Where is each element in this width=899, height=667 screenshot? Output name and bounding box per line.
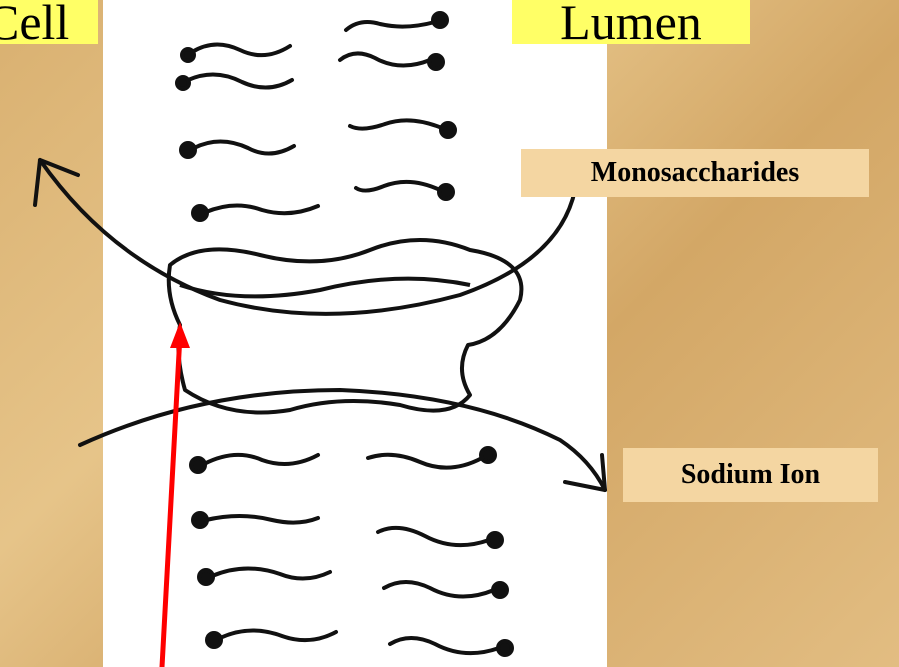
phospholipid (191, 455, 318, 472)
sodium-ion-path-arrow (80, 390, 605, 490)
phospholipid (350, 120, 455, 137)
phospholipid (340, 53, 443, 69)
phospholipid (368, 448, 495, 468)
phospholipid (193, 205, 318, 220)
upper-phospholipids (177, 13, 455, 220)
phospholipid (356, 182, 453, 199)
phospholipid (390, 638, 512, 655)
phospholipid (384, 582, 507, 597)
phospholipid (346, 13, 447, 30)
pointer-arrow (162, 322, 190, 667)
phospholipid (193, 513, 318, 527)
cell-label: Cell (0, 0, 98, 44)
lower-phospholipids (191, 448, 512, 655)
phospholipid (182, 44, 290, 61)
monosaccharides-label: Monosaccharides (521, 149, 869, 197)
phospholipid (199, 568, 330, 584)
phospholipid (378, 528, 502, 547)
phospholipid (181, 142, 294, 158)
lumen-label: Lumen (512, 0, 750, 44)
sodium-ion-label: Sodium Ion (623, 448, 878, 502)
phospholipid (177, 74, 292, 89)
transport-protein (169, 240, 522, 413)
phospholipid (207, 630, 336, 647)
